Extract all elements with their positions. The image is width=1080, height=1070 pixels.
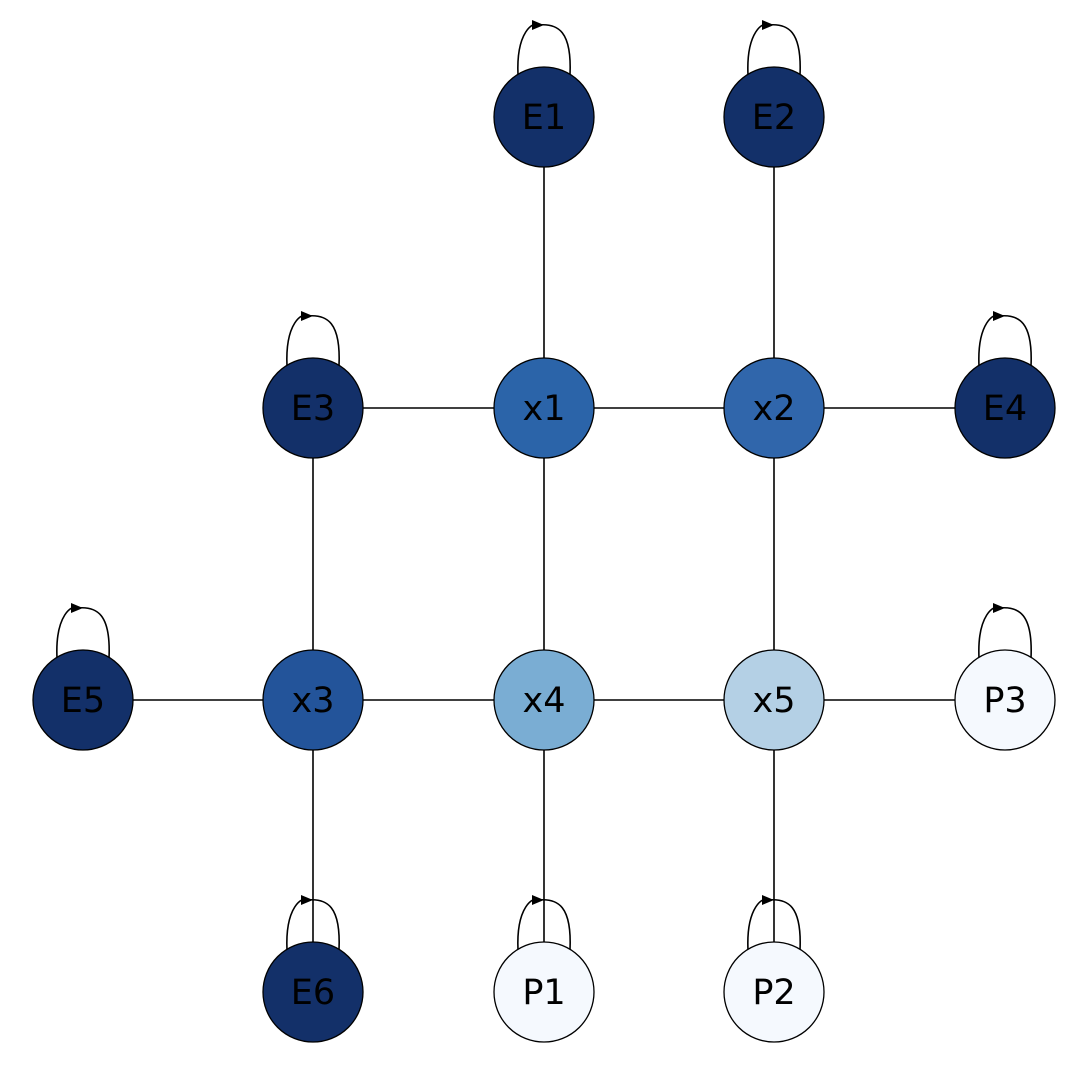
self-loop-E3 [286,311,340,367]
node-label: x5 [753,681,796,721]
node-E3: E3 [262,357,364,459]
node-label: E2 [752,98,796,138]
arrowhead-icon [762,895,774,905]
node-circle [954,357,1056,459]
self-loop-E5 [56,603,110,659]
node-label: x1 [523,389,566,429]
node-label: P1 [522,973,565,1013]
node-circle [723,941,825,1043]
self-loop-P1 [517,895,571,951]
self-loops-layer [56,20,1032,951]
arrowhead-icon [993,603,1005,613]
node-x2: x2 [723,357,825,459]
node-E5: E5 [32,649,134,751]
self-loop-E6 [286,895,340,951]
edges-layer [83,117,1005,992]
self-loop-E4 [978,311,1032,367]
node-E6: E6 [262,941,364,1043]
node-E2: E2 [723,66,825,168]
node-label: x3 [292,681,335,721]
node-circle [493,357,595,459]
node-circle [493,649,595,751]
node-P2: P2 [723,941,825,1043]
node-circle [954,649,1056,751]
node-circle [723,357,825,459]
node-x4: x4 [493,649,595,751]
self-loop-P3 [978,603,1032,659]
node-circle [723,66,825,168]
arrowhead-icon [762,20,774,30]
node-circle [262,357,364,459]
self-loop-E1 [517,20,571,76]
self-loop-P2 [747,895,801,951]
node-label: P3 [983,681,1026,721]
node-label: E3 [291,389,335,429]
node-label: E4 [983,389,1027,429]
node-E4: E4 [954,357,1056,459]
node-label: P2 [752,973,795,1013]
node-circle [32,649,134,751]
node-label: x2 [753,389,796,429]
node-x5: x5 [723,649,825,751]
arrowhead-icon [993,311,1005,321]
node-label: E1 [522,98,566,138]
node-P1: P1 [493,941,595,1043]
self-loop-E2 [747,20,801,76]
node-circle [493,941,595,1043]
arrowhead-icon [532,895,544,905]
node-x3: x3 [262,649,364,751]
node-label: x4 [523,681,566,721]
node-circle [262,941,364,1043]
node-P3: P3 [954,649,1056,751]
node-label: E6 [291,973,335,1013]
node-circle [262,649,364,751]
node-x1: x1 [493,357,595,459]
node-circle [493,66,595,168]
arrowhead-icon [71,603,83,613]
node-label: E5 [61,681,105,721]
node-E1: E1 [493,66,595,168]
arrowhead-icon [532,20,544,30]
arrowhead-icon [301,311,313,321]
arrowhead-icon [301,895,313,905]
node-circle [723,649,825,751]
